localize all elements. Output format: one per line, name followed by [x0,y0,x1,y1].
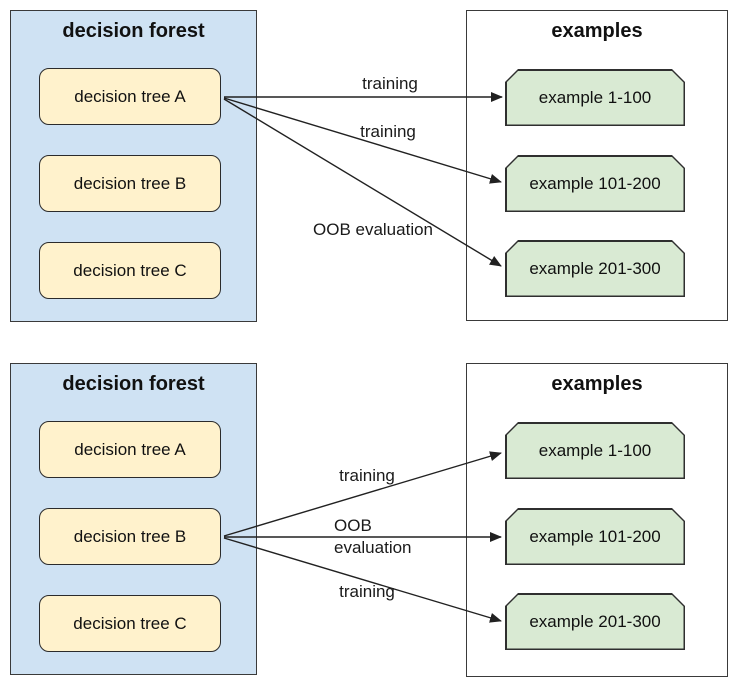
example-node-2-top-label: example 101-200 [507,157,684,211]
example-node-1-bottom-label: example 1-100 [507,424,684,478]
example-node-2-bottom: example 101-200 [505,508,685,565]
tree-node-a-bottom: decision tree A [39,421,221,478]
forest-box-bottom: decision forest decision tree A decision… [10,363,257,675]
examples-box-top: examples example 1-100 example 101-200 e… [466,10,728,321]
arrow-label-training-top-2: training [360,122,416,141]
example-node-3-bottom-label: example 201-300 [507,595,684,649]
arrow-label-training-bottom-2: training [339,582,395,601]
tree-node-c-top: decision tree C [39,242,221,299]
arrow-label-oob-evaluation-top: OOB evaluation [312,220,434,239]
example-node-3-top-label: example 201-300 [507,242,684,296]
examples-title-top: examples [551,20,643,42]
tree-node-a-top: decision tree A [39,68,221,125]
examples-box-bottom: examples example 1-100 example 101-200 e… [466,363,728,677]
example-node-1-bottom: example 1-100 [505,422,685,479]
arrow-label-oob-evaluation-bottom: OOB evaluation [334,516,412,557]
example-node-2-bottom-label: example 101-200 [507,510,684,564]
arrow-label-training-bottom-1: training [339,466,395,485]
forest-title-top: decision forest [62,20,205,42]
example-node-1-top-label: example 1-100 [507,71,684,125]
example-node-3-bottom: example 201-300 [505,593,685,650]
tree-node-c-bottom: decision tree C [39,595,221,652]
tree-node-b-top: decision tree B [39,155,221,212]
example-node-1-top: example 1-100 [505,69,685,126]
forest-box-top: decision forest decision tree A decision… [10,10,257,322]
arrow-label-training-top-1: training [362,74,418,93]
examples-title-bottom: examples [551,373,643,395]
forest-title-bottom: decision forest [62,373,205,395]
tree-node-b-bottom: decision tree B [39,508,221,565]
example-node-2-top: example 101-200 [505,155,685,212]
example-node-3-top: example 201-300 [505,240,685,297]
